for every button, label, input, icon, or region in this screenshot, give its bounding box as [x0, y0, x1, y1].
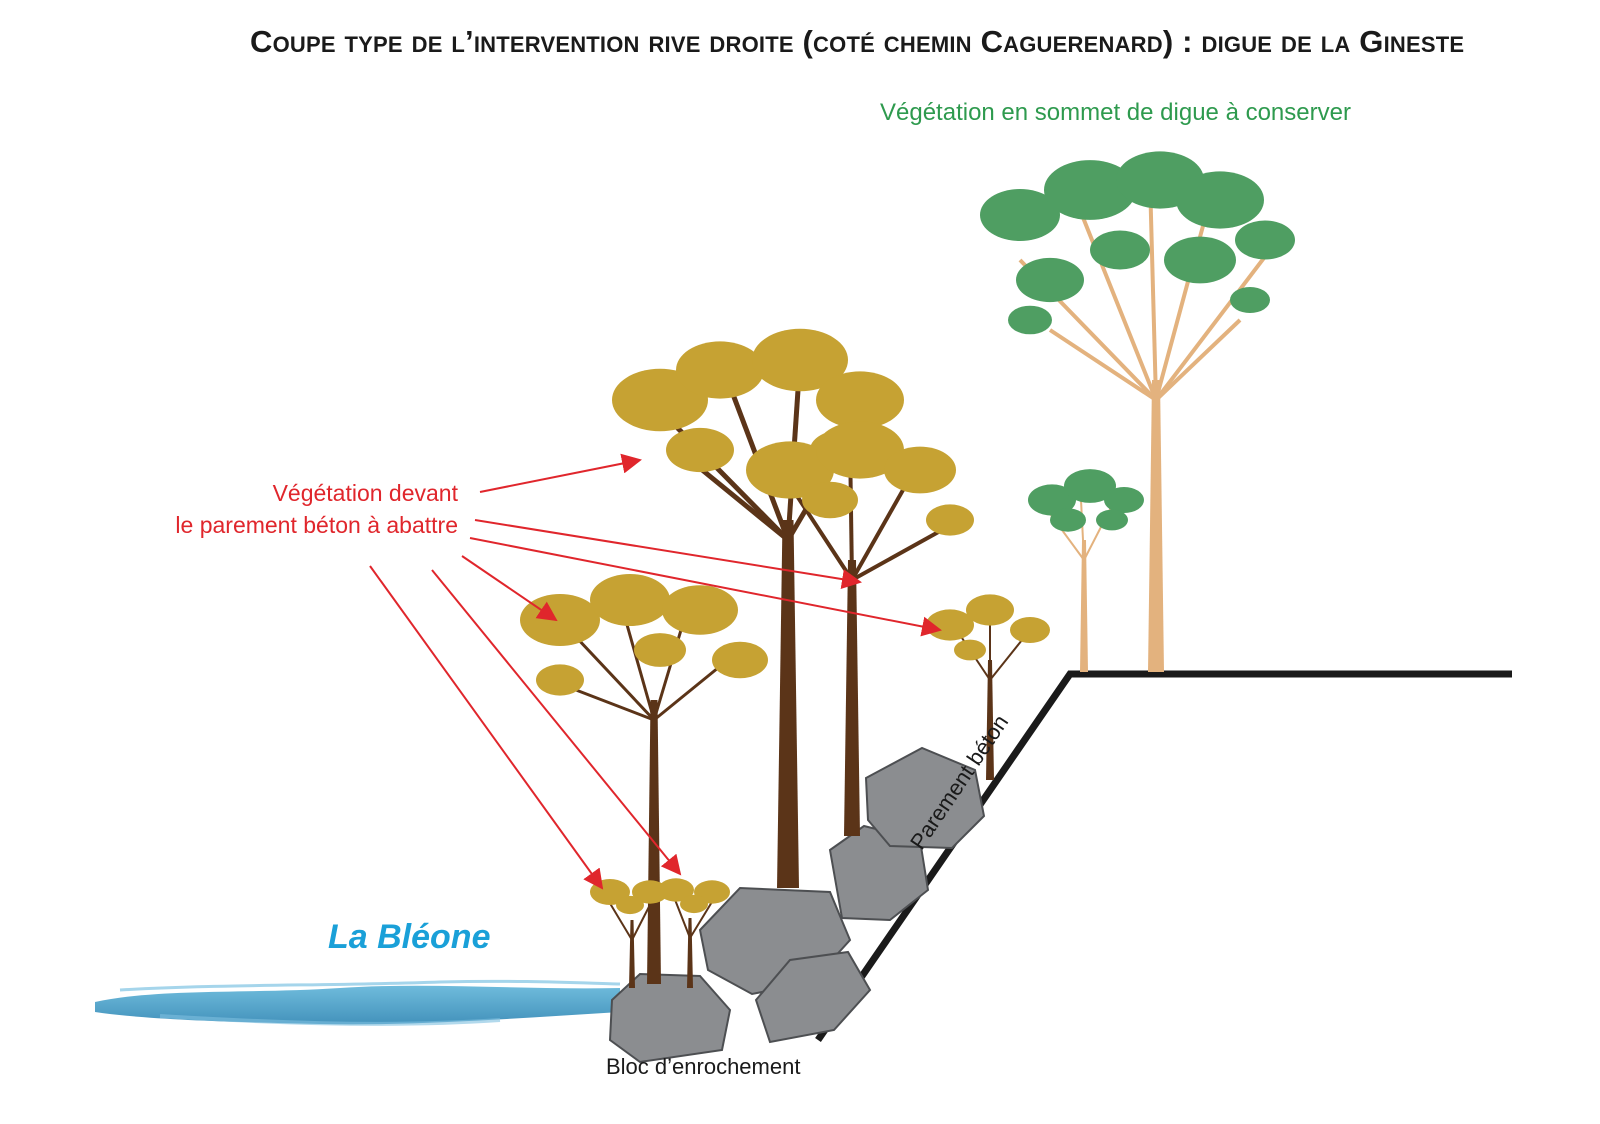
foliage-clump: [954, 639, 986, 661]
arrow-2: [474, 519, 862, 590]
label-rock-block: Bloc d’enrochement: [606, 1054, 801, 1079]
label-vegetation-to-cut: Végétation devant le parement béton à ab…: [78, 477, 458, 541]
foliage-clump: [666, 427, 734, 473]
rock-block-4: [828, 824, 930, 922]
river-water: [95, 979, 621, 1026]
foliage-clump: [752, 328, 848, 392]
foliage-clump: [712, 641, 768, 679]
label-vegetation-to-cut-line2: le parement béton à abattre: [175, 512, 458, 538]
trunk: [1080, 540, 1088, 672]
foliage-clump: [802, 481, 858, 519]
branch: [1154, 248, 1272, 402]
tree-cut-tiny-2: [658, 878, 730, 988]
foliage-clump: [658, 878, 694, 902]
dike-profile: [815, 670, 1512, 1042]
tree-cut-slope: [926, 594, 1050, 780]
foliage-clump: [590, 574, 670, 626]
foliage-clump: [1176, 171, 1264, 229]
foliage-clump: [632, 880, 668, 904]
arrow-3: [469, 537, 942, 637]
foliage-clump: [1016, 257, 1084, 303]
foliage-clump: [926, 609, 974, 641]
tree-keep-small: [1028, 469, 1144, 672]
foliage-clump: [676, 341, 764, 399]
foliage-clump: [1230, 287, 1270, 313]
rock-block-5: [864, 746, 986, 850]
tree-cut-tiny-1: [590, 879, 668, 988]
foliage-clump: [980, 189, 1060, 241]
trunk: [844, 560, 860, 836]
foliage-clump: [1028, 484, 1076, 516]
label-vegetation-to-keep: Végétation en sommet de digue à conserve…: [880, 99, 1351, 126]
foliage-clump: [966, 594, 1014, 626]
foliage-clump: [884, 446, 956, 494]
foliage-clump: [1096, 509, 1128, 531]
arrow-4: [461, 555, 558, 622]
foliage-clump: [680, 894, 708, 914]
foliage-clump: [926, 504, 974, 536]
rock-block-1: [608, 972, 732, 1064]
arrow-5: [369, 565, 604, 890]
foliage-clump: [1104, 487, 1144, 513]
foliage-clump: [1050, 508, 1086, 532]
trunk: [687, 918, 693, 988]
foliage-clump: [1090, 230, 1150, 270]
trunk: [629, 920, 635, 988]
foliage-clump: [662, 585, 738, 635]
branch: [1078, 209, 1158, 401]
label-river: La Bléone: [328, 918, 491, 956]
trunk: [1148, 380, 1164, 672]
rock-blocks: [608, 746, 986, 1064]
foliage-clump: [1235, 220, 1295, 260]
branch: [1148, 179, 1158, 401]
tree-keep-tall: [980, 151, 1295, 672]
foliage-clump: [1164, 236, 1236, 284]
foliage-clump: [1044, 160, 1136, 220]
foliage-clump: [520, 594, 600, 646]
branch: [1154, 318, 1242, 402]
trunk: [777, 520, 799, 888]
branch: [1154, 199, 1212, 401]
diagram-title: Coupe type de l’intervention rive droite…: [250, 24, 1465, 59]
foliage-clump: [616, 895, 644, 915]
foliage-clump: [746, 441, 834, 499]
trunk: [986, 660, 994, 780]
foliage-clump: [816, 421, 904, 479]
arrow-6: [431, 569, 682, 876]
arrow-1: [479, 453, 642, 493]
foliage-clump: [634, 633, 686, 667]
foliage-clump: [816, 371, 904, 429]
foliage-clump: [1064, 469, 1116, 503]
arrows-to-cut-vegetation: [369, 453, 942, 890]
tree-cut-large-2: [746, 421, 974, 836]
label-vegetation-to-cut-line1: Végétation devant: [272, 480, 458, 506]
foliage-clump: [1008, 305, 1052, 335]
foliage-clump: [536, 664, 584, 696]
branch: [1048, 328, 1158, 402]
foliage-clump: [1010, 617, 1050, 643]
rock-block-3: [754, 950, 872, 1044]
